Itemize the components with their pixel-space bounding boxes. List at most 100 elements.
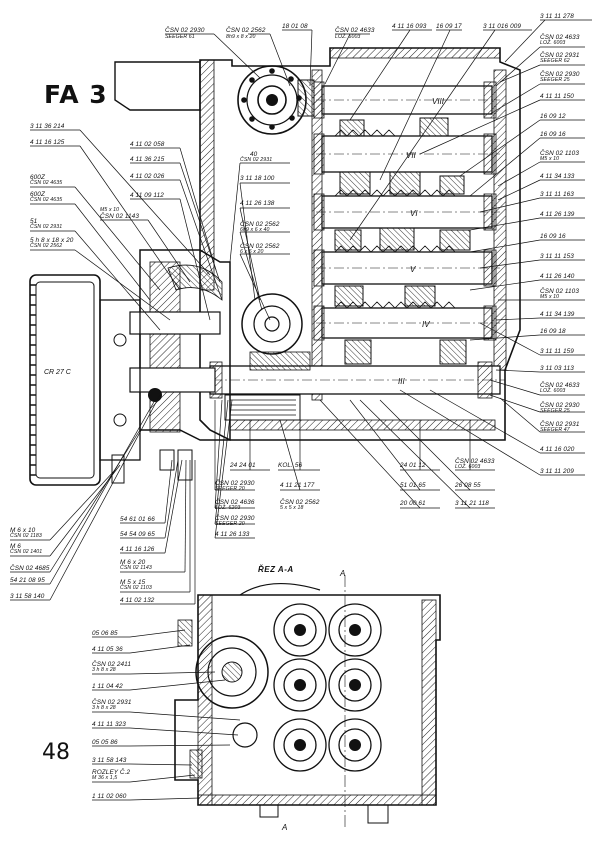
part-label: ČSN 02 2930 — [540, 402, 580, 409]
part-label: LOŽ. 6003 — [455, 464, 481, 470]
part-label: ČSN 02 2931 — [30, 224, 63, 230]
part-label: ČSN 02 4635 — [30, 180, 63, 186]
part-label: 3 11 11 278 — [540, 13, 574, 20]
shaft-numeral: VI — [410, 209, 418, 218]
part-label: 600Z — [30, 191, 45, 198]
part-label: 4 11 36 215 — [130, 156, 165, 163]
section-a-a — [174, 575, 441, 830]
part-label: 4 11 02 132 — [120, 597, 155, 604]
part-label: ČSN 02 2562 — [280, 499, 320, 506]
part-label: SEEGER 61 — [165, 34, 195, 40]
part-label: ČSN 02 1103 — [540, 288, 579, 295]
part-label: LOŽ. 6003 — [540, 388, 566, 394]
part-label: ČSN 02 1401 — [10, 549, 43, 555]
part-label: ČSN 02 4633 — [335, 27, 375, 34]
part-label: 4 11 21 177 — [280, 482, 315, 489]
part-label: ČSN 02 4685 — [10, 565, 50, 572]
part-label: 24 24 01 — [230, 462, 256, 469]
part-label: 4 11 26 139 — [540, 211, 575, 218]
part-label: ČSN 02 4635 — [30, 197, 63, 203]
part-label: ČSN 02 1103 — [540, 150, 579, 157]
part-label: M 36 x 1,5 — [92, 775, 118, 781]
shaft-numeral: III — [398, 377, 405, 386]
part-label: LOŽ. 6003 — [335, 34, 361, 40]
part-label: 4 11 26 140 — [540, 273, 575, 280]
part-label: 16 09 17 — [436, 23, 462, 30]
part-label: 4 11 16 093 — [392, 23, 427, 30]
part-label: 3 11 11 163 — [540, 191, 574, 198]
part-label: 3 11 016 009 — [483, 23, 522, 30]
section-mark: A — [281, 823, 287, 832]
part-label: 4 11 02 058 — [130, 141, 165, 148]
part-label: M5 x 10 — [100, 207, 120, 213]
part-label: 54 54 09 65 — [120, 531, 155, 538]
part-label: 3 11 58 143 — [92, 757, 127, 764]
part-label: M 6 — [10, 543, 21, 550]
part-label: M 6 x 10 — [10, 527, 36, 534]
part-label: 4 11 11 150 — [540, 93, 574, 100]
part-label: 20 00 61 — [400, 500, 426, 507]
page-number: 48 — [42, 740, 70, 765]
part-label: 4 11 11 323 — [92, 721, 126, 728]
part-label: 3 11 21 118 — [455, 500, 489, 507]
part-label: 3 11 11 159 — [540, 348, 574, 355]
part-label: ČSN 02 4633 — [455, 458, 495, 465]
part-label: 1 11 02 060 — [92, 793, 127, 800]
part-label: 51 — [30, 218, 38, 225]
part-label: LOŽ. 6003 — [540, 40, 566, 46]
part-label: ČSN 02 2411 — [92, 661, 131, 668]
part-label: M 5 x 15 — [120, 579, 146, 586]
part-label: 600Z — [30, 174, 45, 181]
part-label: 3 11 58 140 — [10, 593, 45, 600]
part-label: 4 11 34 139 — [540, 311, 575, 318]
part-label: ROZLEY Č.2 — [92, 769, 131, 776]
shaft-numeral: IV — [422, 320, 430, 329]
part-label: 51 01 65 — [400, 482, 426, 489]
part-label: 3 11 11 153 — [540, 253, 574, 260]
part-label: 05 05 86 — [92, 739, 118, 746]
part-label: ČSN 02 2930 — [165, 27, 205, 34]
part-label: ČSN 02 4636 — [215, 499, 255, 506]
part-label: 3 11 11 209 — [540, 468, 574, 475]
part-label: 3 h 8 x 28 — [92, 705, 116, 711]
part-label: 18 01 08 — [282, 23, 308, 30]
part-label: ČSN 02 2562 — [30, 243, 63, 249]
part-label: SEEGER 20 — [215, 486, 245, 492]
part-label: SEEGER 20 — [215, 521, 245, 527]
part-label: SEEGER 47 — [540, 427, 570, 433]
part-label: 4 11 16 126 — [120, 546, 155, 553]
leader-lines — [10, 19, 592, 801]
part-label: 4 11 05 36 — [92, 646, 123, 653]
part-label: 16 09 16 — [540, 131, 566, 138]
part-label: 5 x 5 x 18 — [280, 505, 304, 511]
section-title: ŘEZ A-A — [258, 565, 294, 574]
part-label: ČSN 02 1143 — [100, 213, 139, 220]
part-label: LOŽ. 6203 — [215, 505, 241, 511]
part-label: ČSN 02 2930 — [540, 71, 580, 78]
part-label: M5 x 10 — [540, 156, 560, 162]
upper-housing — [29, 47, 521, 486]
part-label: 4 11 26 133 — [215, 531, 250, 538]
part-label: ČSN 02 2931 — [540, 421, 580, 428]
part-label: 4 11 09 112 — [130, 192, 164, 199]
part-label: 24 01 12 — [400, 462, 426, 469]
part-label: 16 09 16 — [540, 233, 566, 240]
part-label: 4 11 34 133 — [540, 173, 575, 180]
part-label: ČSN 02 2562 — [226, 27, 266, 34]
part-label: SEEGER 62 — [540, 58, 570, 64]
part-label: 3 11 36 214 — [30, 123, 65, 130]
part-label: 26 08 55 — [455, 482, 481, 489]
part-label: 54 21 08 95 — [10, 577, 45, 584]
part-label: ČSN 02 2931 — [540, 52, 580, 59]
part-label: 16 09 12 — [540, 113, 566, 120]
section-mark: A — [339, 569, 345, 578]
part-label: 6h9 x 6 x 40 — [240, 227, 270, 233]
part-label: 6 x 6 x 20 — [240, 249, 264, 255]
part-label: ČSN 02 2931 — [92, 699, 132, 706]
part-label: 16 09 18 — [540, 328, 566, 335]
part-label: ČSN 02 2931 — [240, 157, 273, 163]
part-label: M5 x 10 — [540, 294, 560, 300]
part-label: SEEGER 25 — [540, 408, 570, 414]
